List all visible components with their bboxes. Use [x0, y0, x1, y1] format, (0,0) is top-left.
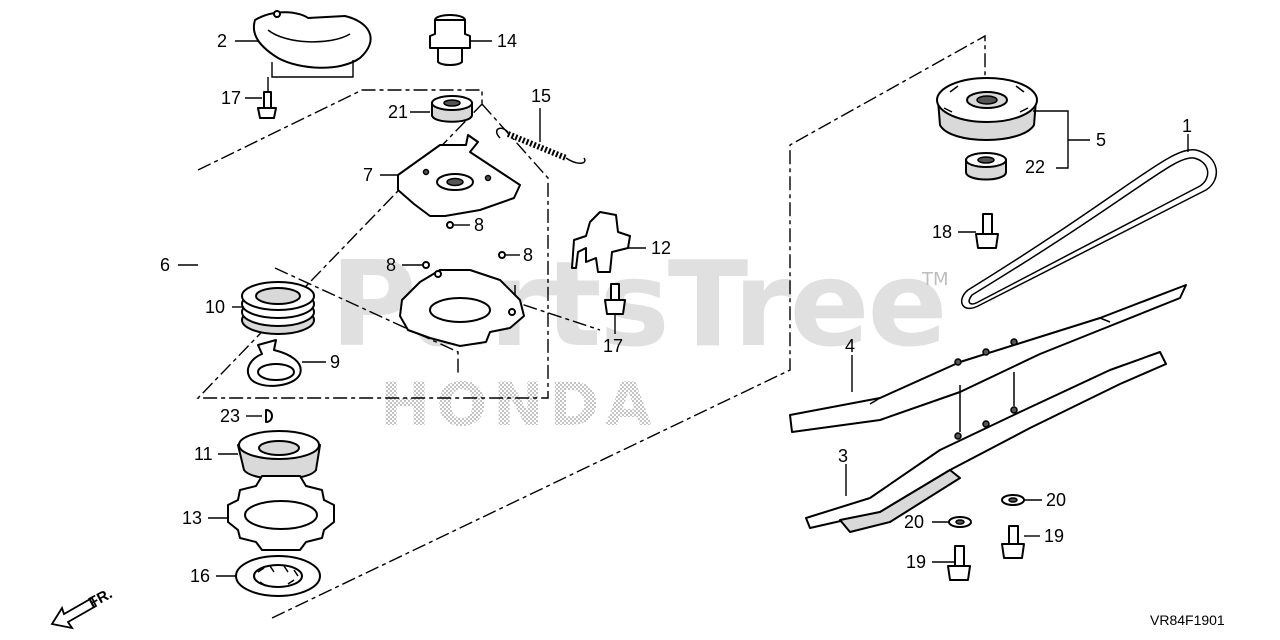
watermark-tm: TM — [921, 269, 949, 290]
callout-20-right: 20 — [1046, 490, 1066, 510]
callout-17-middle: 17 — [603, 336, 623, 356]
callout-22: 22 — [1025, 157, 1045, 177]
part-22-bearing: 22 — [965, 152, 1045, 181]
part-17-bolt-upper: 17 — [221, 88, 277, 119]
assembly-outlines — [196, 34, 986, 619]
part-20-washers: 20 20 — [904, 490, 1066, 532]
callout-4: 4 — [845, 336, 855, 356]
callout-8-c: 8 — [386, 255, 396, 275]
diagram-code: VR84F1901 — [1150, 612, 1225, 628]
part-19-bolts: 19 19 — [906, 525, 1064, 581]
part-11-cup: 11 — [194, 430, 321, 480]
callout-9: 9 — [330, 352, 340, 372]
part-1-belt: 1 — [960, 116, 1218, 310]
callout-11: 11 — [194, 444, 213, 464]
callout-1: 1 — [1182, 116, 1192, 136]
part-15-spring: 15 — [496, 86, 586, 164]
part-9-clip: 9 — [246, 339, 340, 387]
part-10-coil: 10 — [205, 281, 315, 335]
front-arrow-icon: FR. — [50, 585, 115, 630]
part-5-blade-holder: 5 — [936, 77, 1106, 169]
part-23-key: 23 — [220, 406, 273, 426]
part-clutch-plate — [399, 269, 525, 347]
part-18-bolt: 18 — [932, 213, 999, 249]
callout-18: 18 — [932, 222, 952, 242]
callout-3: 3 — [838, 446, 848, 466]
callout-13: 13 — [182, 508, 202, 528]
part-21-bearing: 21 — [388, 95, 473, 123]
callout-8-b: 8 — [523, 245, 533, 265]
part-8-balls: 8 8 8 — [386, 215, 533, 275]
callout-21: 21 — [388, 102, 408, 122]
part-4-blade-upper: 4 — [789, 284, 1187, 433]
callout-15: 15 — [531, 86, 551, 106]
part-12-bracket: 12 — [571, 211, 671, 273]
callout-2: 2 — [217, 31, 227, 51]
watermark-maker: HONDA — [380, 370, 658, 440]
callout-19-left: 19 — [906, 552, 926, 572]
callout-6: 6 — [160, 255, 170, 275]
part-3-blade-lower: 3 — [805, 351, 1167, 533]
callout-7: 7 — [363, 165, 373, 185]
part-6-label: 6 — [160, 255, 198, 275]
callout-10: 10 — [205, 297, 225, 317]
callout-8-a: 8 — [474, 215, 484, 235]
callout-20-left: 20 — [904, 512, 924, 532]
callout-19-right: 19 — [1044, 526, 1064, 546]
part-13-washer: 13 — [182, 475, 335, 551]
part-16-star-washer: 16 — [190, 555, 321, 597]
part-2-cover-plate: 2 — [217, 10, 372, 95]
callout-16: 16 — [190, 566, 210, 586]
part-14-bushing: 14 — [429, 14, 517, 66]
part-17-bolt-middle: 17 — [603, 283, 626, 356]
callout-5: 5 — [1096, 130, 1106, 150]
callout-23: 23 — [220, 406, 240, 426]
part-7-plate: 7 — [363, 134, 521, 217]
callout-17-upper: 17 — [221, 88, 241, 108]
callout-12: 12 — [651, 238, 671, 258]
callout-14: 14 — [497, 31, 517, 51]
